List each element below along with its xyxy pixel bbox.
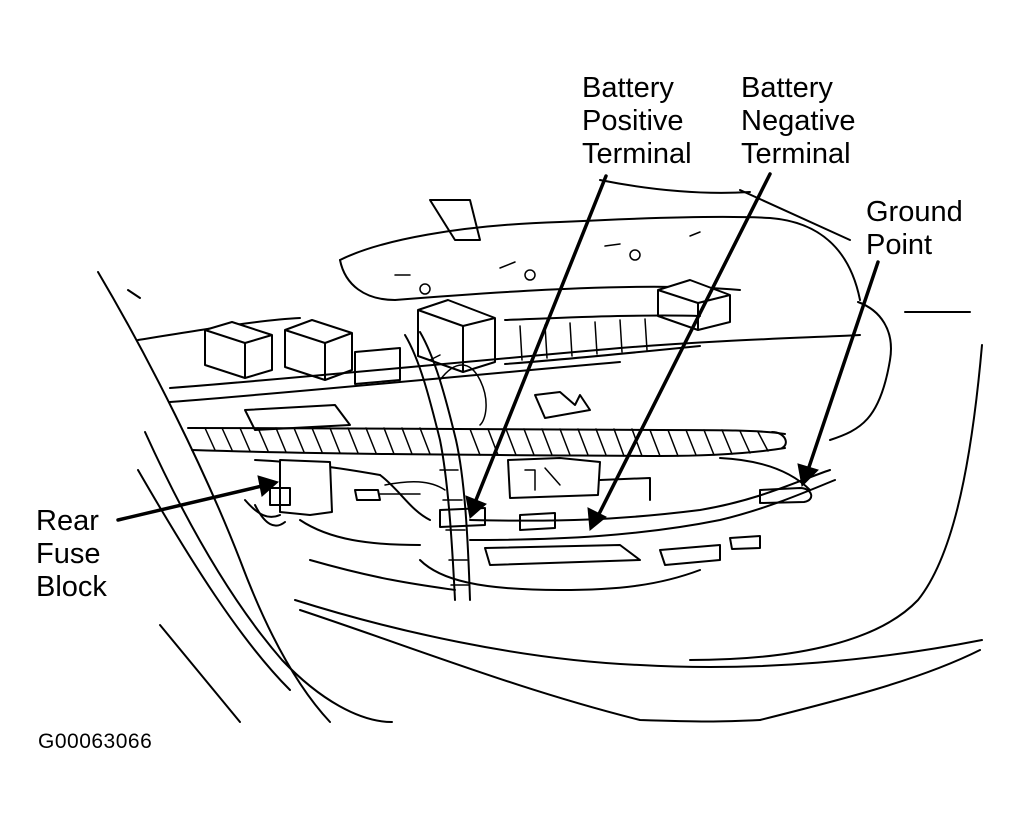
- callout-line: Point: [866, 229, 933, 261]
- battery-positive-terminal-label: Battery Positive Terminal: [582, 72, 692, 171]
- convoluted-harness: [187, 427, 787, 457]
- callout-line: Positive: [582, 105, 684, 137]
- leader-rear-fuse-block: [116, 484, 264, 522]
- callout-line: Ground: [866, 196, 963, 228]
- figure-id: G00063066: [38, 730, 153, 753]
- callout-line: Negative: [741, 105, 856, 137]
- relay-blocks: [204, 279, 731, 385]
- callout-line: Terminal: [741, 138, 851, 170]
- ground-point-label: Ground Point: [866, 196, 963, 262]
- rear-fuse-block-body: [244, 459, 333, 527]
- vertical-harness: [404, 331, 487, 601]
- upper-cowl: [339, 179, 861, 301]
- rear-fuse-block-label: Rear Fuse Block: [36, 505, 107, 604]
- callout-line: Battery: [582, 72, 674, 104]
- callout-line: Terminal: [582, 138, 692, 170]
- callout-line: Rear: [36, 505, 99, 537]
- lower-structure: [254, 457, 836, 591]
- callout-line: Block: [36, 571, 107, 603]
- leader-battery-negative: [596, 172, 772, 518]
- leader-battery-positive: [474, 174, 608, 502]
- battery-negative-terminal-label: Battery Negative Terminal: [741, 72, 855, 171]
- leader-ground-point: [806, 260, 880, 472]
- callout-line: Battery: [741, 72, 833, 104]
- harness-rails: [169, 314, 861, 431]
- leader-lines: [116, 172, 880, 531]
- callout-line: Fuse: [36, 538, 101, 570]
